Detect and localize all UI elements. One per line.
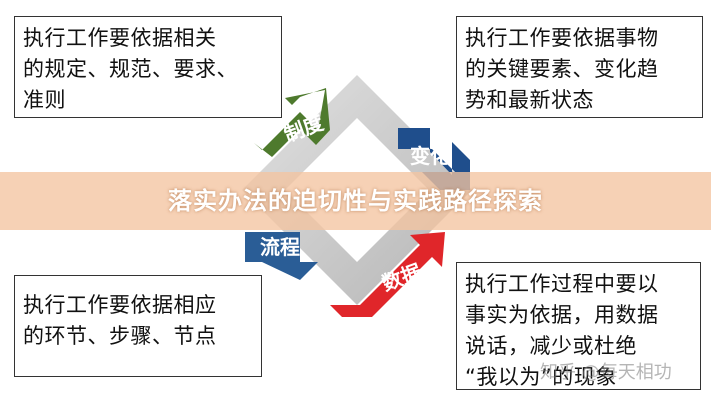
box-text-line: 势和最新状态 (465, 88, 594, 112)
box-text-line: 的规定、规范、要求、 (23, 57, 238, 81)
system-arrow (254, 88, 330, 157)
box-text-line: 的环节、步骤、节点 (23, 324, 217, 348)
label-process: 流程 (260, 235, 300, 259)
box-text-line: 执行工作要依据相应 (23, 293, 217, 317)
box-top-left-system: 执行工作要依据相关 的规定、规范、要求、 准则 (14, 16, 282, 118)
data-arrow (330, 232, 445, 317)
box-text-line: 执行工作要依据相关 (23, 26, 217, 50)
box-text-line: “我以为”的现象 (465, 365, 617, 389)
box-text-line: 准则 (23, 88, 66, 112)
box-text-line: 事实为依据，用数据 (465, 303, 659, 327)
box-text-line: 的关键要素、变化趋 (465, 57, 659, 81)
box-bottom-right-data: 执行工作过程中要以 事实为依据，用数据 说话，减少或杜绝 “我以为”的现象 (456, 262, 701, 390)
box-top-right-change: 执行工作要依据事物 的关键要素、变化趋 势和最新状态 (456, 16, 703, 118)
process-arrow (245, 232, 318, 280)
title-banner (0, 172, 711, 230)
box-text-line: 说话，减少或杜绝 (465, 334, 637, 358)
box-text-line: 执行工作过程中要以 (465, 272, 659, 296)
box-bottom-left-process: 执行工作要依据相应 的环节、步骤、节点 (14, 275, 262, 377)
banner-title: 落实办法的迫切性与实践路径探索 (168, 187, 543, 215)
watermark-text: 知乎 @每天相功 (540, 362, 672, 383)
label-change: 变化 (410, 144, 450, 168)
box-text-line: 执行工作要依据事物 (465, 26, 659, 50)
